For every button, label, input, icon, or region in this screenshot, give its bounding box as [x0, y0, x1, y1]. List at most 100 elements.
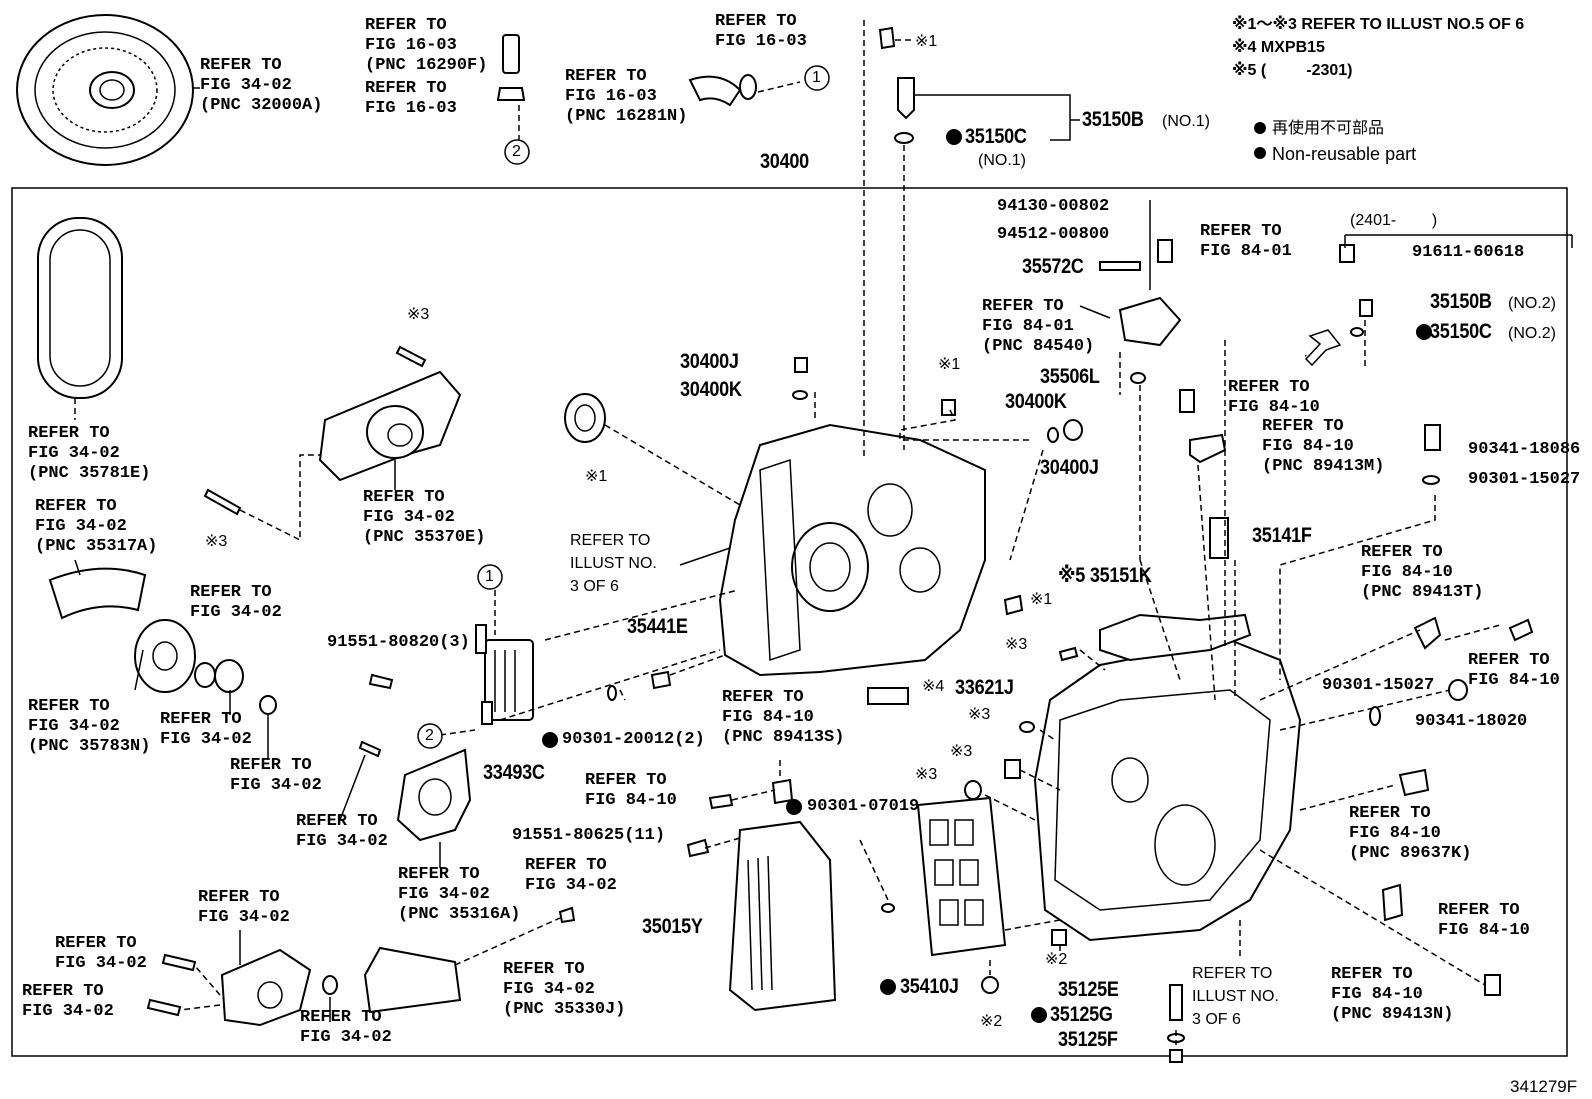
idler-gear-bracket-part [318, 370, 462, 482]
note-model: ※4 MXPB15 [1232, 39, 1325, 56]
oring-part [322, 975, 338, 995]
callout-sensor-89413n: REFER TO FIG 84-10 (PNC 89413N) [1331, 965, 1454, 1024]
gasket-part [881, 903, 895, 913]
part-35125e: 35125E [1058, 978, 1119, 1001]
callout-sensor-bolt-c: REFER TO FIG 84-10 [1468, 651, 1560, 690]
bolt-part [161, 953, 197, 972]
callout-sensor-bolt: REFER TO FIG 84-10 [585, 771, 677, 810]
sensor-part [1413, 616, 1442, 650]
oil-pump-part [220, 948, 312, 1027]
circle-ref [804, 65, 830, 91]
part-35125g: 35125G [1050, 1003, 1113, 1026]
converter-housing-part [718, 423, 986, 677]
bolt-part [1179, 389, 1195, 413]
case-cover-part [1099, 613, 1252, 662]
filler-tube-part [502, 34, 520, 74]
part-35150c-no2: 35150C [1430, 320, 1492, 343]
callout-filler-grommet: REFER TO FIG 16-03 [365, 79, 457, 118]
part-90301-07019: 90301-07019 [807, 797, 920, 816]
part-90301-20012: 90301-20012(2) [562, 730, 705, 749]
bolt-part [686, 838, 710, 858]
plug-part [1424, 424, 1441, 451]
bolt-part [1484, 974, 1501, 996]
callout-pump-bolt-b: REFER TO FIG 34-02 [22, 982, 114, 1021]
part-35150b-no2-suffix: (NO.2) [1508, 295, 1556, 312]
bolt-part [878, 26, 896, 50]
gasket-part [1350, 327, 1364, 337]
part-30400j-right: 30400J [1040, 456, 1099, 479]
ref-mark: ※3 [407, 306, 430, 323]
sensor-part [1398, 768, 1430, 797]
pin-part [1058, 646, 1079, 662]
part-30400k-right: 30400K [1005, 390, 1067, 413]
part-94512-00800: 94512-00800 [997, 225, 1110, 244]
plug-part [1063, 419, 1083, 441]
ref-mark: ※4 [922, 678, 945, 695]
bolt-part [794, 357, 808, 373]
bolt-part [708, 793, 734, 810]
part-35151k: ※5 35151K [1058, 564, 1152, 587]
bolt-part [1004, 759, 1021, 779]
bolt-part [941, 399, 956, 416]
illust-ref-housing: REFER TO ILLUST NO. 3 OF 6 [570, 532, 657, 595]
callout-sensor-89413t: REFER TO FIG 84-10 (PNC 89413T) [1361, 543, 1484, 602]
gasket-part [607, 685, 617, 701]
part-35150b-no1-suffix: (NO.1) [1162, 113, 1210, 130]
non-reusable-dot [880, 979, 896, 995]
ref-mark: ※1 [938, 356, 961, 373]
part-35015y: 35015Y [642, 915, 703, 938]
part-35141f: 35141F [1252, 524, 1312, 547]
snap-ring-part [194, 662, 216, 688]
callout-neutral-switch: REFER TO FIG 84-01 (PNC 84540) [982, 297, 1095, 356]
part-90341-18086: 90341-18086 [1468, 440, 1581, 459]
oil-pan-part [728, 820, 837, 1012]
part-91551-80820: 91551-80820(3) [327, 633, 470, 652]
part-90301-15027-b: 90301-15027 [1322, 676, 1435, 695]
ref-mark: ※1 [585, 468, 608, 485]
filler-grommet-part [496, 87, 526, 101]
callout-oil-strainer: REFER TO FIG 34-02 (PNC 35330J) [503, 960, 626, 1019]
part-35572c: 35572C [1022, 255, 1084, 278]
gasket-part [1019, 721, 1035, 733]
gasket-part [1422, 475, 1440, 485]
ref-mark: ※3 [950, 743, 973, 760]
baffle-plate-part [48, 567, 147, 620]
ref-mark: ※3 [968, 706, 991, 723]
callout-bearing: REFER TO FIG 34-02 [190, 583, 282, 622]
bearing-part [214, 659, 244, 693]
sensor-part [771, 778, 794, 805]
part-35150c-no2-suffix: (NO.2) [1508, 325, 1556, 342]
clamp-part [739, 74, 757, 100]
direction-arrow [1304, 329, 1342, 367]
callout-sensor-bolt-d: REFER TO FIG 84-10 [1438, 901, 1530, 940]
gasket-part [1369, 706, 1381, 726]
sensor-part [1169, 984, 1183, 1021]
bolt-part [1339, 244, 1355, 263]
ref-mark: ※3 [205, 533, 228, 550]
circle-ref [477, 564, 503, 590]
legend-japanese: 再使用不可部品 [1272, 120, 1385, 137]
valve-body-part [916, 796, 1007, 957]
oil-strainer-part [363, 946, 462, 1014]
callout-filler-hose: REFER TO FIG 16-03 (PNC 16281N) [565, 67, 688, 126]
ref-mark: ※3 [1005, 636, 1028, 653]
bolt-part [650, 670, 672, 690]
plug-part [964, 780, 982, 800]
transaxle-case-part [1033, 638, 1302, 942]
part-35150b-no2: 35150B [1430, 290, 1492, 313]
non-reusable-dot [1416, 324, 1432, 340]
sensor-part [1189, 433, 1227, 464]
legend-non-reusable: Non-reusable part [1272, 144, 1417, 164]
gasket-part [792, 390, 808, 400]
identification-plate-part [867, 687, 909, 705]
part-33621j: 33621J [955, 676, 1014, 699]
bolt-part [395, 345, 427, 368]
callout-drive-chain: REFER TO FIG 34-02 (PNC 35781E) [28, 424, 151, 483]
callout-switch-bolt: REFER TO FIG 84-01 [1200, 222, 1292, 261]
gasket-part [1047, 427, 1059, 443]
callout-filler-tube: REFER TO FIG 16-03 (PNC 16290F) [365, 16, 488, 75]
ref-mark: ※3 [915, 766, 938, 783]
part-35150c-no1: 35150C [965, 125, 1027, 148]
